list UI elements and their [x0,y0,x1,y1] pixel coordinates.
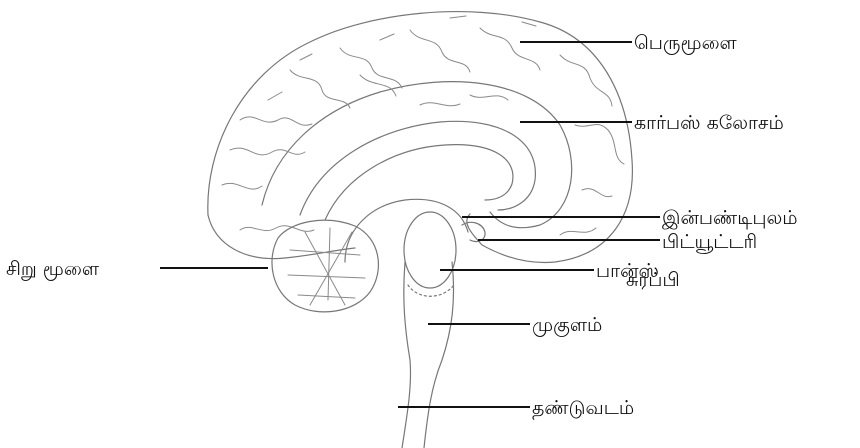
pons-shape [404,212,456,288]
label-hypothalamus: இன்பண்டிபுலம் [662,207,798,229]
temporal-lobe-outline [208,215,355,259]
label-cerebellum: சிறு மூளை [6,258,100,281]
labels: பெருமூளை கார்பஸ் கலோசம் இன்பண்டிபுலம் பி… [6,32,798,420]
pons-bottom-dotted [408,285,454,296]
label-spinal-cord: தண்டுவடம் [532,397,634,420]
inner-cortex-outline [262,82,572,228]
label-medulla: முகுளம் [532,314,602,337]
brainstem-left-outline [402,262,411,448]
cerebrum-outline [208,12,633,263]
cerebellum-folds [288,228,365,305]
leader-lines [160,42,660,407]
cerebellum-outline [272,220,378,312]
brain-illustration [208,12,633,448]
label-gland: சுரப்பி [626,269,680,291]
corpus-callosum-bottom [325,145,513,220]
label-pituitary: பிட்யூட்டரி [662,231,757,254]
label-cerebrum: பெருமூளை [634,32,738,55]
label-corpus-callosum: கார்பஸ் கலோசம் [634,112,784,134]
